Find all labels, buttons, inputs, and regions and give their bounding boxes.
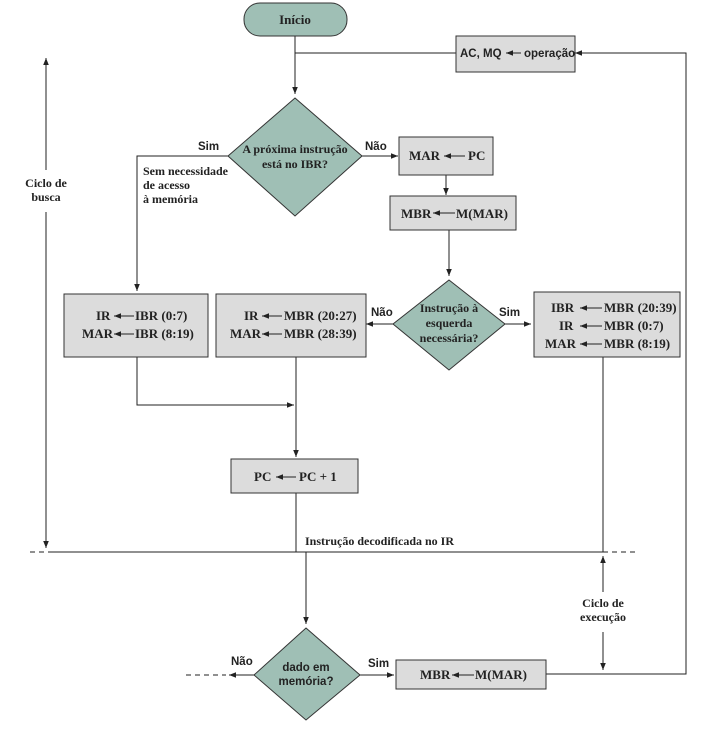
decision-data-line1: dado em bbox=[282, 662, 329, 674]
mbr-right-row1-right: MBR (20:39) bbox=[604, 300, 677, 315]
decision-left-line3: necessária? bbox=[420, 331, 479, 345]
decision-ibr-line1: A próxima instrução bbox=[242, 142, 347, 156]
decision-data-in-memory: dado em memória? Não Sim bbox=[231, 627, 389, 721]
decision-left-yes: Sim bbox=[499, 307, 520, 319]
ac-mq-label: AC, MQ bbox=[460, 48, 502, 60]
mar-pc-right: PC bbox=[468, 148, 485, 163]
fetch-cycle-label: Ciclo de busca bbox=[25, 176, 67, 204]
mbr-mid-row2-left: MAR bbox=[230, 326, 262, 341]
ac-mq-operation-box: AC, MQ operação bbox=[455, 35, 576, 73]
no-memory-note-line2: de acesso bbox=[143, 178, 190, 192]
exec-cycle-line1: Ciclo de bbox=[582, 596, 624, 610]
mbr-mmar-top-box: MBR M(MAR) bbox=[389, 195, 517, 231]
pc-inc-left: PC bbox=[254, 469, 271, 484]
mbr-right-row2-right: MBR (0:7) bbox=[604, 318, 664, 333]
ibr-mbr-right-box: IBR MBR (20:39) IR MBR (0:7) MAR MBR (8:… bbox=[533, 291, 681, 358]
mar-pc-box: MAR PC bbox=[398, 136, 494, 176]
execution-cycle-label: Ciclo de execução bbox=[580, 596, 626, 624]
mbr-right-row3-left: MAR bbox=[545, 336, 577, 351]
ir-mbr-mid-box: IR MBR (20:27) MAR MBR (28:39) bbox=[215, 293, 367, 358]
decision-data-yes: Sim bbox=[368, 658, 389, 670]
mbr-right-row3-right: MBR (8:19) bbox=[604, 336, 670, 351]
start-terminator: Início bbox=[243, 2, 348, 37]
no-memory-note-line3: à memória bbox=[143, 192, 198, 206]
decision-left-no: Não bbox=[371, 307, 393, 319]
ibr-box-row2-right: IBR (8:19) bbox=[135, 326, 194, 341]
no-memory-note-line1: Sem necessidade bbox=[143, 164, 229, 178]
mbr-mmar-bottom-left: MBR bbox=[420, 667, 451, 682]
exec-cycle-line2: execução bbox=[580, 610, 626, 624]
ibr-box-row1-right: IBR (0:7) bbox=[135, 308, 187, 323]
mbr-mmar-bottom-right: M(MAR) bbox=[475, 667, 527, 682]
mbr-mid-row2-right: MBR (28:39) bbox=[284, 326, 357, 341]
decision-left-line2: esquerda bbox=[426, 316, 473, 330]
pc-increment-box: PC PC + 1 bbox=[230, 458, 359, 494]
mbr-mmar-top-right: M(MAR) bbox=[456, 206, 508, 221]
decision-left-line1: Instrução à bbox=[420, 301, 478, 315]
mbr-mmar-top-left: MBR bbox=[401, 206, 432, 221]
connectors bbox=[30, 36, 687, 678]
ibr-box-row1-left: IR bbox=[96, 308, 111, 323]
pc-inc-right: PC + 1 bbox=[299, 469, 337, 484]
mbr-mmar-bottom-box: MBR M(MAR) bbox=[395, 659, 547, 690]
mbr-right-row1-left: IBR bbox=[551, 300, 575, 315]
decision-ibr-no: Não bbox=[365, 141, 387, 153]
decision-data-no: Não bbox=[231, 656, 253, 668]
decision-ibr-yes: Sim bbox=[198, 141, 219, 153]
decision-next-instruction-in-ibr: A próxima instrução está no IBR? Sim Não bbox=[198, 97, 387, 217]
no-memory-access-note: Sem necessidade de acesso à memória bbox=[143, 164, 229, 206]
decision-left-instruction-required: Instrução à esquerda necessária? Não Sim bbox=[371, 279, 520, 371]
mar-pc-left: MAR bbox=[409, 148, 441, 163]
start-label: Início bbox=[279, 12, 311, 27]
decision-ibr-line2: está no IBR? bbox=[262, 157, 328, 171]
mbr-mid-row1-left: IR bbox=[244, 308, 259, 323]
decoded-instruction-label: Instrução decodificada no IR bbox=[305, 534, 454, 548]
mbr-right-row2-left: IR bbox=[559, 318, 574, 333]
operation-label: operação bbox=[524, 48, 575, 60]
fetch-cycle-line2: busca bbox=[31, 190, 60, 204]
fetch-cycle-line1: Ciclo de bbox=[25, 176, 67, 190]
decision-data-line2: memória? bbox=[279, 676, 334, 688]
mbr-mid-row1-right: MBR (20:27) bbox=[284, 308, 357, 323]
ir-ibr-box: IR IBR (0:7) MAR IBR (8:19) bbox=[63, 293, 209, 358]
ibr-box-row2-left: MAR bbox=[82, 326, 114, 341]
